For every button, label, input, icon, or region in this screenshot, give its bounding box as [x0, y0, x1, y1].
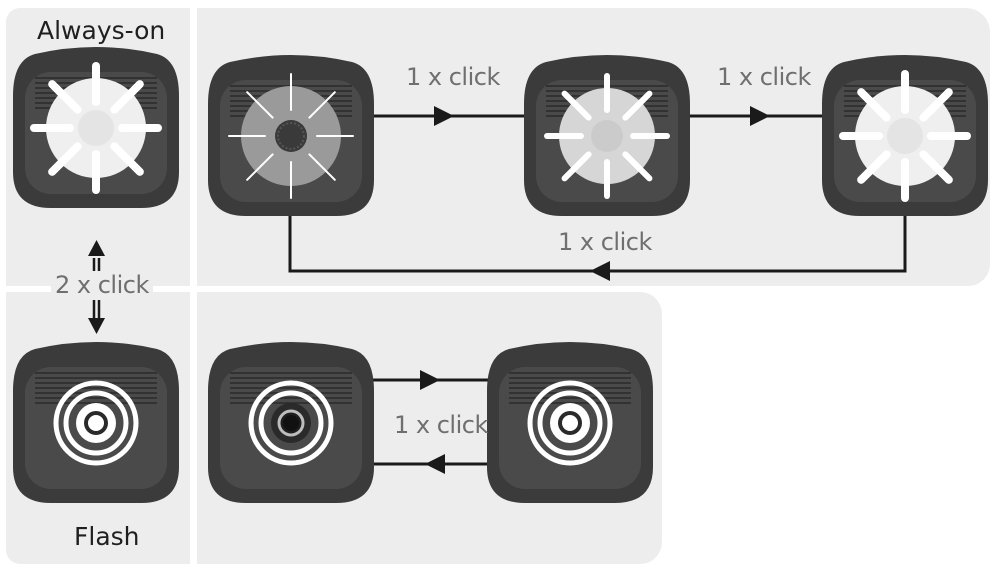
step-2-label: 1 x click: [717, 63, 811, 91]
mode-switch-label: 2 x click: [51, 271, 153, 299]
flash-toggle-label: 1 x click: [394, 411, 488, 439]
mode-switch-arrows: [88, 240, 105, 334]
arrow-icon: [434, 106, 454, 126]
device-flash-on-phase: [487, 342, 653, 503]
grille: [35, 372, 157, 404]
grille: [230, 372, 352, 404]
arrow-icon: [425, 454, 445, 474]
flash-title: Flash: [74, 522, 140, 551]
return-label: 1 x click: [558, 228, 652, 256]
device-medium-light: [524, 55, 690, 216]
device-flash-off-phase: [208, 342, 374, 503]
sunburst-light-icon: [544, 73, 670, 199]
concentric-rings-icon: [53, 380, 139, 466]
device-low-light: [208, 55, 374, 216]
light-center: [275, 120, 307, 152]
concentric-rings-icon: [527, 380, 613, 466]
arrow-icon: [750, 106, 770, 126]
concentric-rings-icon: [248, 380, 334, 466]
sunburst-light-icon: [839, 70, 971, 202]
light-center: [591, 120, 623, 152]
sunburst-light-icon: [228, 73, 354, 199]
always-on-title: Always-on: [37, 16, 166, 45]
arrow-icon: [590, 261, 610, 281]
device-flash: [13, 342, 179, 503]
light-center: [78, 110, 114, 146]
sunburst-light-icon: [30, 62, 162, 194]
arrow-down-icon: [88, 318, 105, 334]
arrow-up-icon: [88, 240, 105, 256]
arrow-icon: [420, 370, 440, 390]
device-high-light: [822, 55, 988, 216]
device-always-on: [13, 47, 179, 208]
light-center: [887, 118, 923, 154]
grille: [509, 372, 631, 404]
step-1-label: 1 x click: [406, 63, 500, 91]
flow-arrowheads: [420, 106, 770, 474]
